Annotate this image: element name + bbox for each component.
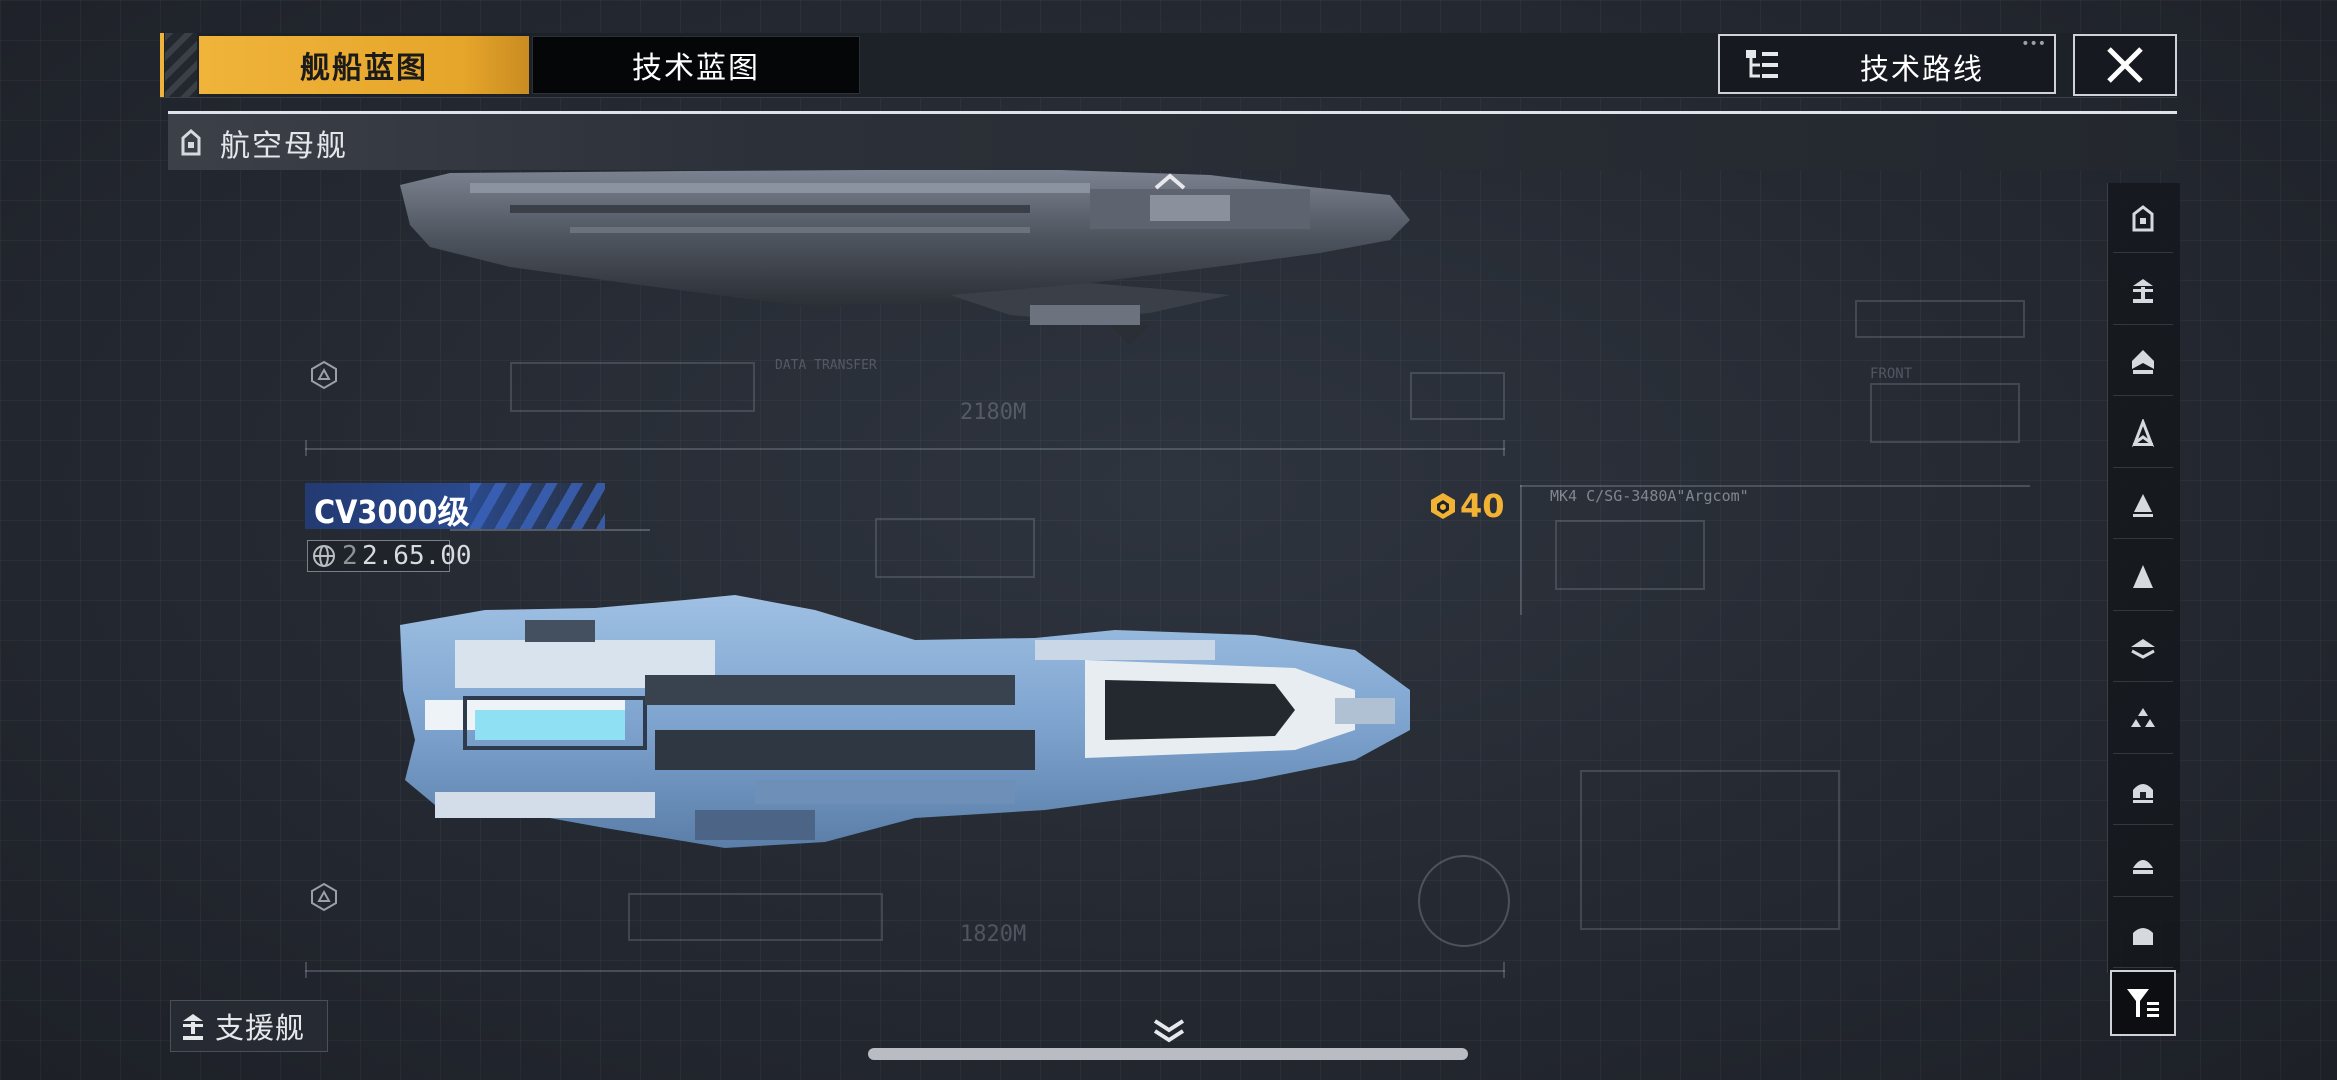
length-label-top: 2180M (960, 400, 1027, 425)
ship-name-stripes (470, 483, 605, 529)
corner-dots: ••• (2021, 36, 2046, 52)
filter-item-module[interactable] (2113, 901, 2173, 968)
scroll-up-icon[interactable] (1152, 170, 1188, 194)
ship-name: CV3000级 (314, 493, 470, 531)
station-icon (2133, 859, 2153, 874)
hatch-decoration (165, 33, 197, 97)
filter-item-station[interactable] (2113, 830, 2173, 897)
tier-badge-icon-2 (309, 882, 339, 912)
carrier-category-icon (181, 129, 201, 156)
tech-route-label: 技术路线 (1860, 52, 1985, 86)
cost-display: 40 (1428, 487, 1505, 525)
aircraft-icon (2133, 784, 2153, 803)
tab-tech-blueprint[interactable]: 技术蓝图 (532, 36, 860, 94)
mk-label: MK4 C/SG-3480A"Argcom" (1550, 487, 1749, 505)
filter-button[interactable] (2110, 970, 2176, 1036)
cost-value: 40 (1460, 487, 1505, 525)
destroyer-icon (2133, 494, 2153, 517)
carrier-ship-top-image[interactable] (390, 165, 1420, 350)
category-bar (168, 114, 2177, 170)
close-icon (2107, 47, 2143, 83)
cv3000-ship-image[interactable] (395, 580, 1415, 880)
command-points-icon (1431, 493, 1455, 519)
carrier-icon (2132, 205, 2154, 232)
price-prefix: 2 (342, 541, 358, 571)
ship-name-leader-line (450, 529, 650, 531)
frigate-icon (2133, 564, 2153, 588)
filter-item-battleship[interactable] (2113, 329, 2173, 396)
front-label: FRONT (1870, 366, 1913, 382)
category-title: 航空母舰 (220, 129, 348, 164)
accent-strip (160, 33, 164, 97)
length-label-bottom: 1820M (960, 922, 1027, 947)
filter-item-corvette[interactable] (2113, 615, 2173, 682)
tier-badge-icon (309, 360, 339, 390)
corvette-icon (2131, 639, 2155, 659)
tech-tree-icon (1746, 50, 1778, 78)
filter-item-frigate[interactable] (2113, 544, 2173, 611)
fighter-icon (2131, 707, 2155, 727)
close-button[interactable] (2073, 34, 2177, 96)
filter-item-aircraft[interactable] (2113, 758, 2173, 825)
module-icon (2133, 928, 2153, 945)
category-divider (168, 111, 2177, 114)
filter-item-cruiser[interactable] (2113, 401, 2173, 468)
price-box: 2 2.65.00 (307, 540, 472, 572)
support-ship-icon (183, 1014, 203, 1040)
support-ship-icon (2133, 278, 2153, 303)
battleship-icon (2132, 350, 2154, 374)
home-indicator[interactable] (868, 1048, 1468, 1060)
globe-icon (313, 545, 335, 567)
data-transfer-label: DATA TRANSFER (775, 358, 877, 373)
tech-route-button[interactable]: 技术路线 ••• (1718, 34, 2056, 94)
filter-item-carrier[interactable] (2113, 186, 2173, 253)
cruiser-icon (2131, 418, 2155, 447)
filter-item-destroyer[interactable] (2113, 472, 2173, 539)
filter-item-support-ship[interactable] (2113, 258, 2173, 325)
support-ship-button[interactable]: 支援舰 (170, 1000, 328, 1052)
filter-item-fighter[interactable] (2113, 687, 2173, 754)
scroll-down-icon[interactable] (1150, 1016, 1188, 1046)
support-ship-label: 支援舰 (215, 1011, 306, 1045)
price-value: 2.65.00 (362, 541, 472, 571)
tab-ship-blueprint[interactable]: 舰船蓝图 (199, 36, 529, 94)
filter-icon (2127, 989, 2159, 1017)
